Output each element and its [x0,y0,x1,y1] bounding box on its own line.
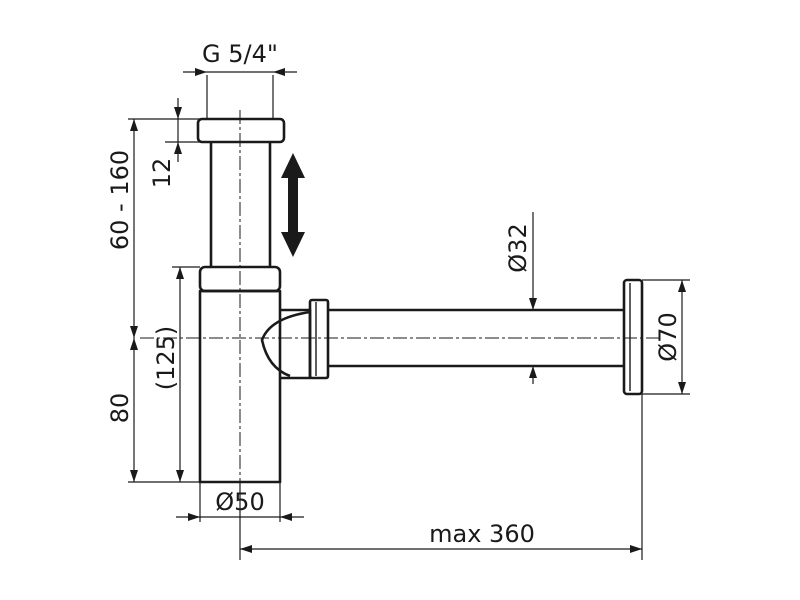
outlet-pipe [328,308,624,368]
inlet-pipe [209,142,272,268]
bottle-trap-parts [196,117,644,484]
max-length-label: max 360 [429,520,535,548]
lower-height-dimension [128,338,200,483]
pipe-diameter-dimension [529,212,537,384]
wall-flange [622,278,644,396]
cap-height-label: 12 [148,158,176,189]
flange-diameter-label: Ø70 [654,312,682,361]
body-height-label: (125) [152,326,180,391]
adjust-range-label: 60 - 160 [106,150,134,250]
thread-label: G 5/4" [202,40,278,68]
lower-height-label: 80 [106,393,134,424]
body-diameter-dimension [176,482,304,522]
outlet-elbow [260,310,311,378]
threaded-cap [196,117,286,144]
thread-dimension [183,68,297,119]
flange-diameter-dimension [642,279,690,395]
body-diameter-label: Ø50 [215,488,264,516]
outlet-nut [308,298,330,380]
outlet-stub [280,308,312,380]
body-height-dimension [172,266,200,482]
max-length-dimension [239,394,643,560]
double-vertical-arrow-icon [281,153,305,257]
centerlines [140,110,660,490]
cap-height-dimension [165,98,200,162]
adjust-range-dimension [128,118,165,338]
pipe-diameter-label: Ø32 [504,223,532,272]
